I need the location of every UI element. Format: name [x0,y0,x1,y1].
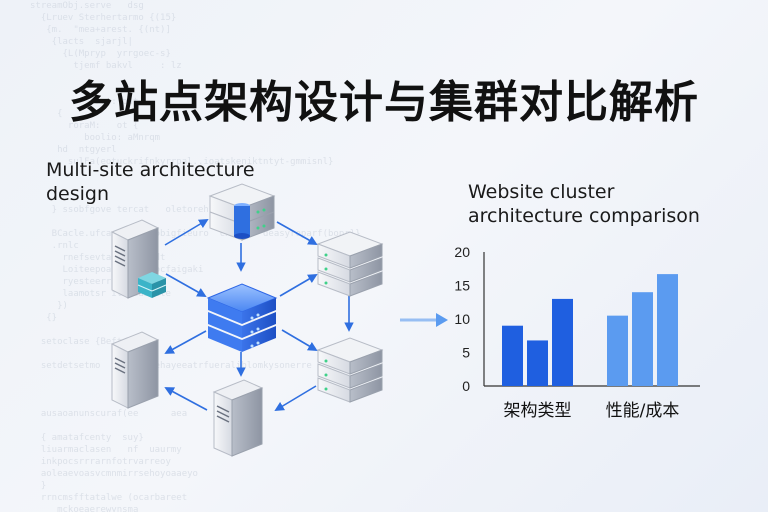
server-tower-bottom-icon [212,379,264,457]
server-stack-lower-right-icon [316,337,384,403]
arrow-server-left-to-rack-top [164,219,209,246]
transition-arrow-icon [400,313,448,327]
server-rack-icon [208,183,276,241]
bar-2-1 [607,315,628,386]
bar-1-3 [552,298,573,386]
arrow-server-left-to-hub [165,273,207,297]
category-label: 性能/成本 [606,401,680,421]
y-tick-label: 15 [454,278,470,294]
server-tower-lower-left-icon [110,331,160,409]
multi-site-label: Multi-site architecture design [46,158,255,206]
arrow-hub-to-server-lower-left [164,330,207,354]
chart-y-ticks: 0 5 10 15 20 [454,244,470,394]
multi-site-label-line1: Multi-site architecture [46,159,255,181]
y-tick-label: 20 [454,244,470,260]
chart-bars [502,274,678,386]
multi-site-label-line2: design [46,183,110,205]
server-stack-upper-right-icon [316,231,384,297]
arrow-server-bottom-to-lower-left [164,387,208,411]
cluster-comparison-label: Website cluster architecture comparison [468,180,700,228]
bar-1-2 [527,340,548,386]
arrow-hub-to-stack-lower [281,329,318,351]
arrow-rack-top-to-stack-right [276,221,318,245]
arrow-hub-to-stack-right [279,274,318,297]
category-label: 架构类型 [504,401,572,421]
y-tick-label: 10 [454,311,470,327]
cluster-comparison-label-line2: architecture comparison [468,205,700,227]
bar-2-3 [657,274,678,386]
bar-2-2 [632,292,653,386]
cluster-comparison-label-line1: Website cluster [468,181,615,203]
y-tick-label: 5 [462,345,470,361]
page-title: 多站点架构设计与集群对比解析 [69,77,699,128]
database-icon [137,272,167,298]
connection-arrows [164,219,354,411]
chart-category-labels: 架构类型 性能/成本 [504,401,680,421]
arrow-stack-lower-to-server-bottom [274,385,317,411]
bar-1-1 [502,325,523,386]
central-server-hub-icon [206,283,278,352]
y-tick-label: 0 [462,378,470,394]
